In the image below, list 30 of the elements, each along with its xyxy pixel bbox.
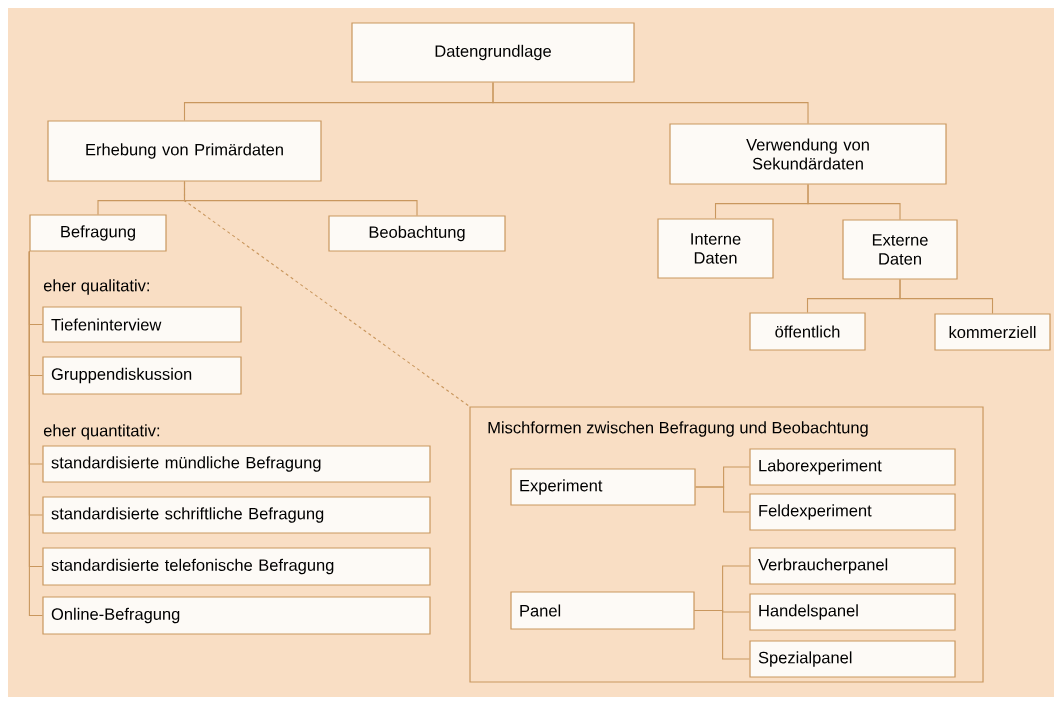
category-box: Beobachtung — [328, 215, 506, 252]
category-box: Befragung — [29, 214, 167, 252]
connector-line — [899, 279, 994, 314]
category-box: Panel — [510, 591, 695, 630]
connector-line — [694, 609, 750, 660]
category-box: Handelspanel — [749, 593, 956, 631]
category-box: Spezialpanel — [749, 640, 956, 678]
category-box: standardisierte schriftliche Befragung — [42, 496, 431, 534]
connector-line — [695, 486, 750, 513]
category-box: kommerziell — [934, 313, 1051, 351]
category-box: standardisierte mündliche Befragung — [42, 445, 431, 483]
category-box: Feldexperiment — [749, 493, 956, 531]
connector-line — [492, 82, 809, 124]
category-box: Datengrundlage — [351, 22, 635, 83]
connector-line — [807, 184, 901, 220]
category-box: Interne Daten — [657, 218, 774, 279]
group-label: eher qualitativ: — [43, 279, 149, 295]
category-box: Verbraucherpanel — [749, 547, 956, 585]
category-box: Experiment — [510, 468, 696, 506]
category-box: Laborexperiment — [749, 448, 956, 486]
dashed-connector — [183, 181, 470, 407]
category-box: öffentlich — [749, 312, 866, 351]
category-box: Externe Daten — [842, 219, 958, 280]
category-box: Online-Befragung — [42, 596, 431, 635]
category-box: standardisierte telefonische Befragung — [42, 547, 431, 586]
group-label: eher quantitativ: — [43, 424, 160, 440]
category-box: Verwendung von Sekundärdaten — [669, 123, 947, 185]
category-box: Tiefeninterview — [42, 306, 242, 343]
category-box: Gruppendiskussion — [42, 356, 242, 395]
category-box: Erhebung von Primärdaten — [47, 120, 322, 182]
